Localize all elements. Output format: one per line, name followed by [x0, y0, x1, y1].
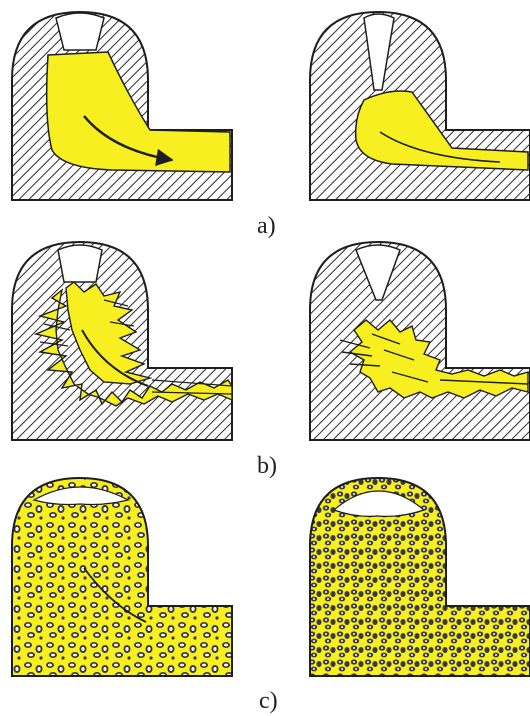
row-c: [12, 478, 530, 676]
gate-opening: [58, 245, 102, 282]
mold-c-left: [12, 478, 232, 676]
mold-b-right: [310, 242, 530, 440]
row-b: [12, 242, 530, 440]
label-b: b): [257, 453, 277, 480]
gate-opening: [56, 13, 104, 50]
mold-c-right: [310, 478, 530, 676]
mold-a-right: [310, 12, 530, 200]
mold-b-left: [12, 242, 232, 440]
label-a: a): [257, 213, 276, 240]
label-c: c): [259, 688, 278, 715]
row-a: [12, 12, 530, 200]
mold-a-left: [12, 12, 232, 200]
